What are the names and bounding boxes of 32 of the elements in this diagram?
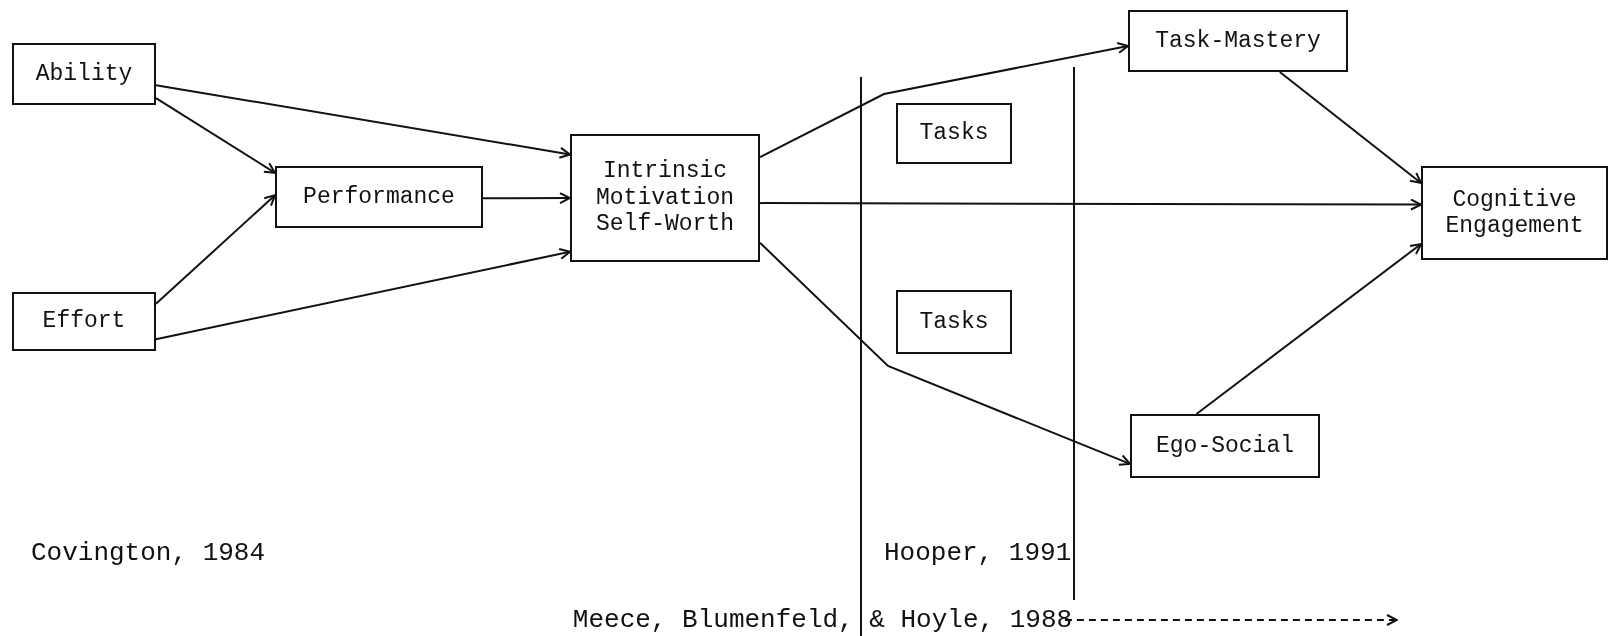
process-box	[570, 134, 760, 262]
node-label: Ability	[35, 60, 133, 88]
arrow	[759, 198, 1422, 211]
arrow	[759, 42, 1129, 159]
citation-text: Covington, 1984	[31, 538, 266, 568]
arrow	[155, 194, 276, 305]
process-box	[275, 166, 483, 228]
node-label: Tasks	[919, 308, 989, 336]
arrow	[1278, 71, 1422, 184]
process-box	[1421, 166, 1608, 260]
arrow	[482, 192, 571, 205]
node-label: Cognitive Engagement	[1444, 186, 1585, 240]
citation-text: Hooper, 1991	[884, 538, 1072, 568]
process-box	[896, 103, 1012, 164]
process-box	[12, 292, 156, 351]
arrow	[759, 241, 1131, 466]
node-label: Effort	[42, 308, 126, 335]
process-box	[1130, 414, 1320, 478]
process-box	[12, 43, 156, 105]
node-label: Ego-Social	[1156, 432, 1294, 460]
arrow	[155, 84, 571, 159]
process-box	[1128, 10, 1348, 72]
node-label: Intrinsic Motivation Self-Worth	[595, 158, 735, 238]
citation-text: Meece, Blumenfeld, & Hoyle, 1988	[570, 605, 1075, 635]
process-box	[896, 290, 1012, 354]
node-label: Performance	[303, 183, 455, 211]
node-label: Task-Mastery	[1155, 27, 1321, 55]
arrow	[1195, 243, 1422, 415]
arrow	[1063, 614, 1398, 626]
arrow	[155, 247, 571, 341]
arrow	[155, 97, 276, 174]
node-label: Tasks	[919, 120, 989, 147]
